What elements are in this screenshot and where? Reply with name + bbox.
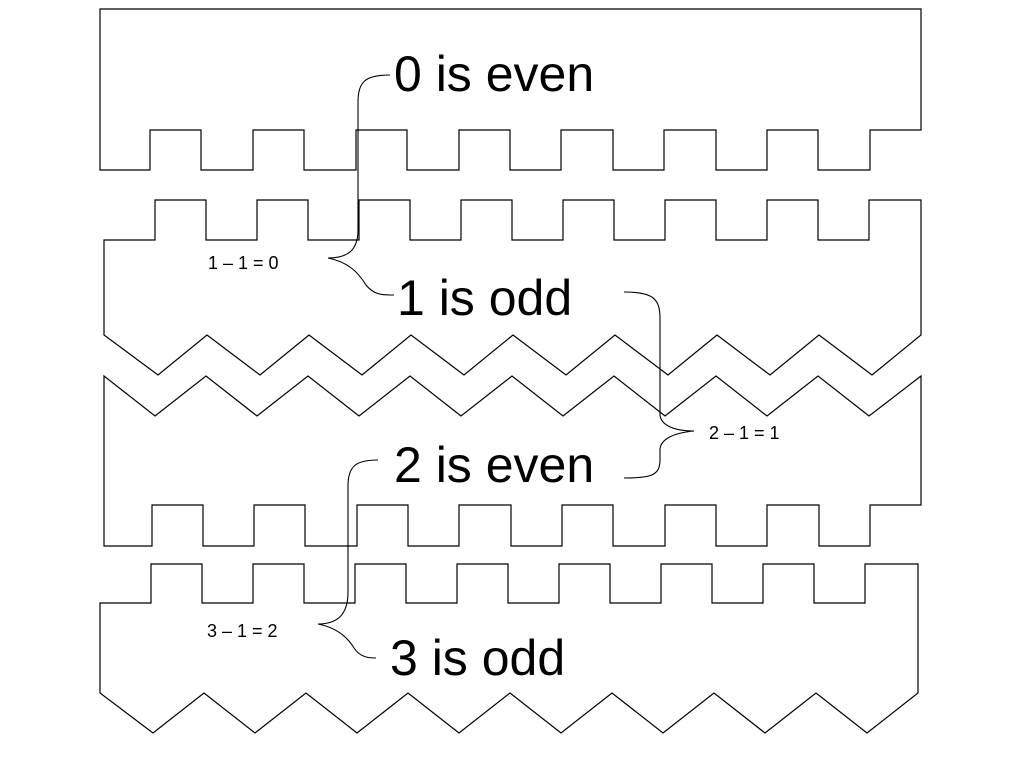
puzzle-piece-3 bbox=[99, 563, 919, 734]
step-equation-3: 3 – 1 = 2 bbox=[207, 621, 278, 641]
statement-zero: 0 is even bbox=[394, 46, 594, 102]
statement-two: 2 is even bbox=[394, 437, 594, 493]
step-equation-2: 2 – 1 = 1 bbox=[709, 423, 780, 443]
statement-three: 3 is odd bbox=[390, 630, 565, 686]
statement-one: 1 is odd bbox=[397, 270, 572, 326]
step-equation-1: 1 – 1 = 0 bbox=[208, 253, 279, 273]
puzzle-piece-2 bbox=[103, 374, 922, 547]
puzzle-piece-1 bbox=[103, 199, 922, 376]
brace-step3 bbox=[317, 459, 379, 659]
brace-step1 bbox=[327, 74, 395, 296]
brace-step2 bbox=[623, 291, 695, 479]
puzzle-piece-0 bbox=[99, 8, 922, 171]
